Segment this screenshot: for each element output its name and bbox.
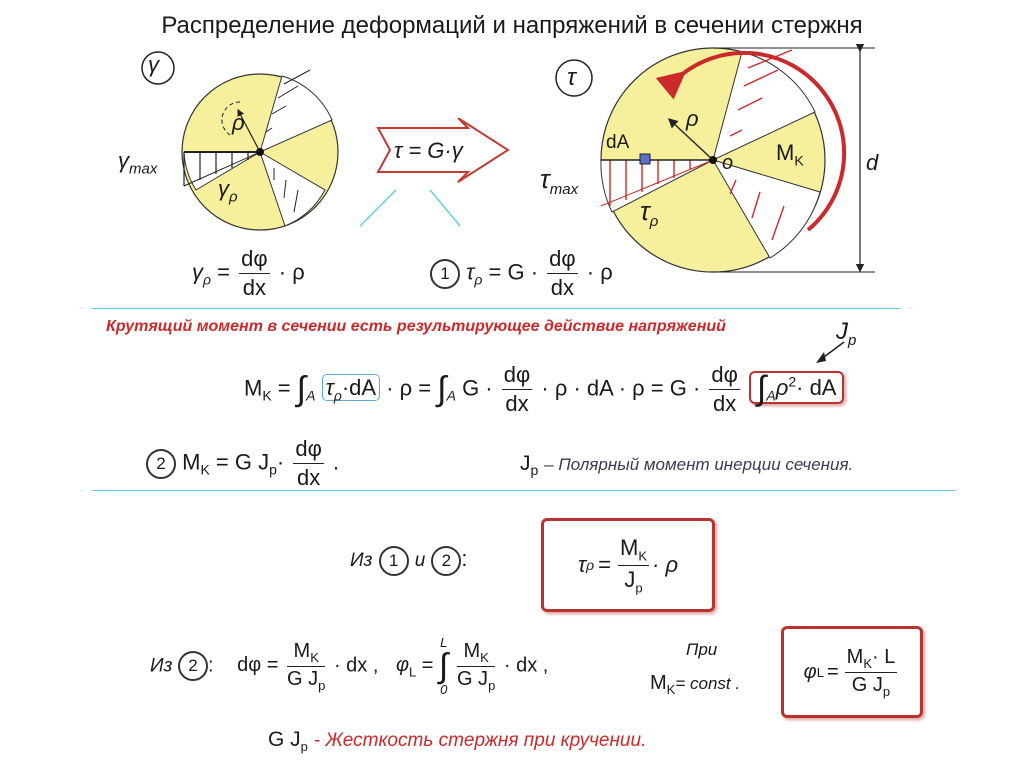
tau-max-label: τmax [540,164,579,199]
hooke-law: τ = G·γ [394,138,463,163]
strain-diagram [141,51,339,231]
derivation-tau-source: Из 1 и 2: [350,546,468,576]
polar-moment-box: ∫Aρ2· dA [749,370,845,408]
gamma-rho-label: γρ [218,176,238,206]
gamma-max-label: γmax [118,148,158,178]
integrand-box: τρ·dA [321,374,381,404]
torque-statement: Крутящий момент в сечении есть результир… [106,318,726,335]
circled-1b: 1 [378,546,409,576]
rho-label-right: ρ [686,106,699,131]
integral-0-L: L ∫ 0 [439,635,449,697]
separator-mid [92,490,956,491]
tau-badge [555,59,593,97]
circled-2: 2 [146,449,176,480]
circled-2c: 2 [178,651,208,682]
jp-definition: Jp – Полярный момент инерции сечения. [520,452,854,479]
hooke-arrow [360,118,510,228]
jp-callout: Jp [836,318,857,349]
gamma-badge [141,51,175,85]
center-o-label: o [722,152,734,174]
circled-2b: 2 [431,546,462,576]
tau-badge-label: τ [567,64,576,91]
stress-diagram [555,44,875,273]
circled-1: 1 [430,259,460,290]
const-condition: При MK= const . [650,640,741,697]
gamma-badge-label: γ [148,52,159,77]
separator-top [92,308,900,309]
dA-label: dA [606,132,630,153]
mk-label: MK [776,140,804,169]
slide-title: Распределение деформаций и напряжений в … [161,12,863,39]
tau-rho-label: τρ [640,196,659,231]
diameter-label: d [866,150,879,175]
rho-label-left: ρ [232,110,245,135]
jp-callout-arrow [816,341,845,363]
stiffness-definition: G Jp - Жесткость стержня при кручении. [268,728,647,755]
